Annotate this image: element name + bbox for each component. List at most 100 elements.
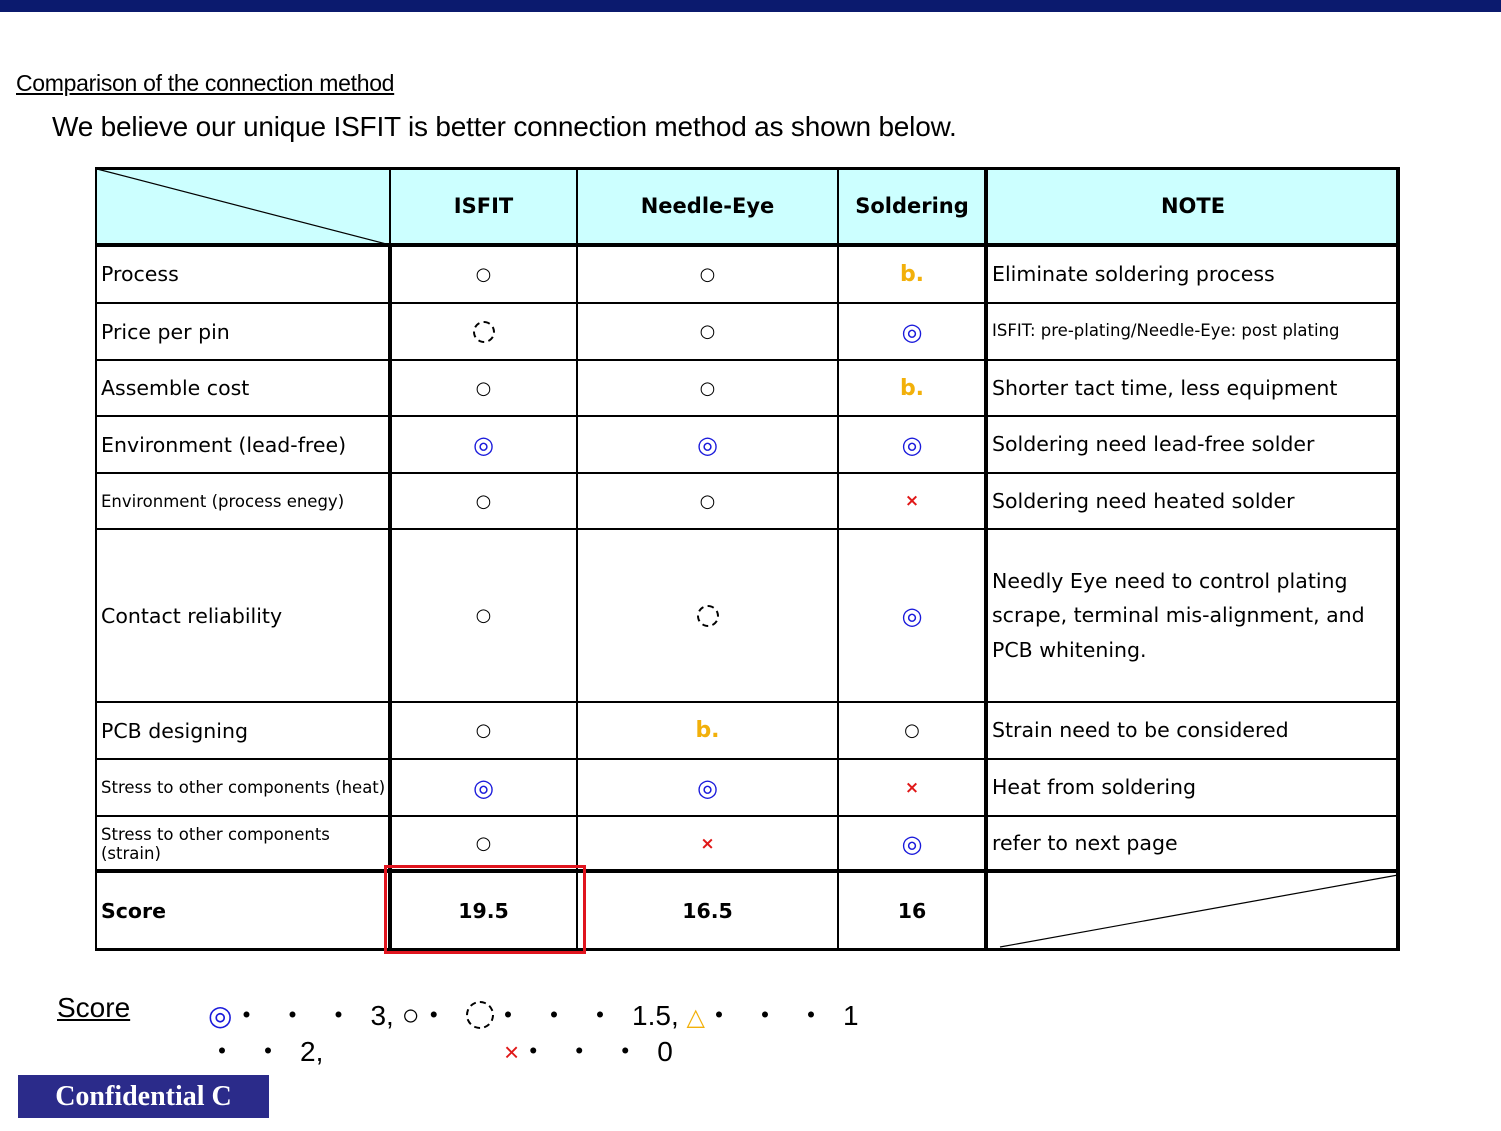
circle-icon: ○ xyxy=(475,720,492,741)
table-grid-line xyxy=(95,948,1400,951)
mark-cell: ○ xyxy=(577,360,838,416)
double-circle-icon: ◎ xyxy=(473,430,494,459)
circle-icon: ○ xyxy=(401,999,420,1032)
row-note: Shorter tact time, less equipment xyxy=(992,375,1338,400)
mark-cell: ○ xyxy=(390,702,577,759)
header-needle-eye: Needle-Eye xyxy=(640,194,775,218)
table-grid-line xyxy=(1396,167,1400,951)
table-grid-line xyxy=(95,869,1400,873)
table-grid-line xyxy=(95,815,1400,817)
double-circle-icon: ◎ xyxy=(697,430,718,459)
triangle-icon: △ xyxy=(686,1004,705,1031)
row-label: Stress to other components (heat) xyxy=(101,778,386,797)
circle-icon: ○ xyxy=(904,720,920,741)
confidential-badge: Confidential C xyxy=(18,1075,269,1118)
row-label: Contact reliability xyxy=(101,603,283,628)
cross-icon: × xyxy=(904,491,920,511)
dashed-circle-icon xyxy=(472,320,495,343)
legend-line-1: ◎・・・3, ○・ xyxy=(208,999,466,1032)
triangle-icon: b. xyxy=(695,718,720,743)
table-grid-line xyxy=(837,167,839,951)
corner-diagonal xyxy=(96,168,391,246)
table-grid-line xyxy=(95,243,1400,247)
cross-icon: × xyxy=(904,777,920,798)
table-grid-line xyxy=(576,167,578,951)
diagonal-lines xyxy=(96,168,1399,948)
table-grid-line xyxy=(95,167,1400,170)
circle-icon: ○ xyxy=(475,833,492,854)
table-grid-line xyxy=(95,359,1400,361)
row-label: Environment (lead-free) xyxy=(101,432,347,457)
mark-cell: ◎ xyxy=(838,529,986,702)
score-label: Score xyxy=(101,899,167,923)
legend-cross: ×・・・0 xyxy=(504,1036,673,1067)
legend-cross-value: 0 xyxy=(657,1036,673,1067)
score-highlight-box xyxy=(384,865,586,954)
mark-cell: × xyxy=(577,816,838,871)
legend-triangle-value: 1 xyxy=(842,1000,859,1031)
table-grid-line xyxy=(95,528,1400,530)
double-circle-icon: ◎ xyxy=(901,430,923,459)
table-grid-line xyxy=(95,701,1400,703)
circle-icon: ○ xyxy=(475,490,492,512)
circle-icon: ○ xyxy=(699,321,716,342)
mark-cell: ◎ xyxy=(390,759,577,816)
row-label: Process xyxy=(101,262,179,286)
row-note: Soldering need lead-free solder xyxy=(992,432,1315,457)
mark-cell: ○ xyxy=(577,245,838,303)
legend-circle-value: 2, xyxy=(300,1036,324,1067)
table-grid-line xyxy=(95,167,97,951)
triangle-icon: b. xyxy=(899,261,925,287)
circle-icon: ○ xyxy=(699,263,716,285)
circle-icon: ○ xyxy=(475,377,492,399)
legend-dashed-value: 1.5, xyxy=(632,1000,679,1031)
score-isfit: 19.5 xyxy=(458,899,509,923)
circle-icon: ○ xyxy=(699,377,716,399)
mark-cell: ◎ xyxy=(838,816,986,871)
row-label: Assemble cost xyxy=(101,376,250,400)
mark-cell xyxy=(577,529,838,702)
table-grid-line xyxy=(95,758,1400,760)
header-isfit: ISFIT xyxy=(453,194,514,218)
row-label: PCB designing xyxy=(101,718,248,743)
circle-icon: ○ xyxy=(475,263,492,285)
double-circle-icon: ◎ xyxy=(901,601,923,630)
mark-cell: ○ xyxy=(390,473,577,529)
mark-cell: b. xyxy=(838,245,986,303)
header-soldering: Soldering xyxy=(855,194,969,218)
table-grid-line xyxy=(388,245,392,951)
header-background xyxy=(95,167,1400,245)
mark-cell: b. xyxy=(577,702,838,759)
table-grid-line xyxy=(389,167,391,245)
row-note: Eliminate soldering process xyxy=(992,261,1275,286)
table-grid-line xyxy=(95,302,1400,304)
circle-icon: ○ xyxy=(475,605,492,626)
score-note-diagonal xyxy=(999,874,1399,948)
row-note: Strain need to be considered xyxy=(992,718,1289,743)
lead-text: We believe our unique ISFIT is better co… xyxy=(52,111,957,142)
mark-cell: ○ xyxy=(390,245,577,303)
legend-title: Score xyxy=(57,992,131,1023)
mark-cell: × xyxy=(838,759,986,816)
double-circle-icon: ◎ xyxy=(901,829,923,858)
dashed-circle-icon xyxy=(696,604,719,627)
mark-cell: ◎ xyxy=(838,416,986,473)
legend-double-value: 3, xyxy=(370,1000,394,1031)
top-bar xyxy=(0,0,1501,12)
legend-line-2: ・・2, xyxy=(208,1036,324,1067)
circle-icon: ○ xyxy=(699,490,716,512)
mark-cell xyxy=(390,303,577,360)
row-label: Stress to other components (strain) xyxy=(101,824,330,863)
table-grid-line xyxy=(984,167,988,951)
double-circle-icon: ◎ xyxy=(901,317,923,346)
row-note: refer to next page xyxy=(992,831,1178,856)
cross-icon: × xyxy=(700,833,715,854)
section-title: Comparison of the connection method xyxy=(16,70,395,96)
double-circle-icon: ◎ xyxy=(473,773,494,802)
table-grid-line xyxy=(95,415,1400,417)
mark-cell: b. xyxy=(838,360,986,416)
mark-cell: ◎ xyxy=(390,416,577,473)
mark-cell: ◎ xyxy=(838,303,986,360)
score-solder: 16 xyxy=(897,899,927,923)
